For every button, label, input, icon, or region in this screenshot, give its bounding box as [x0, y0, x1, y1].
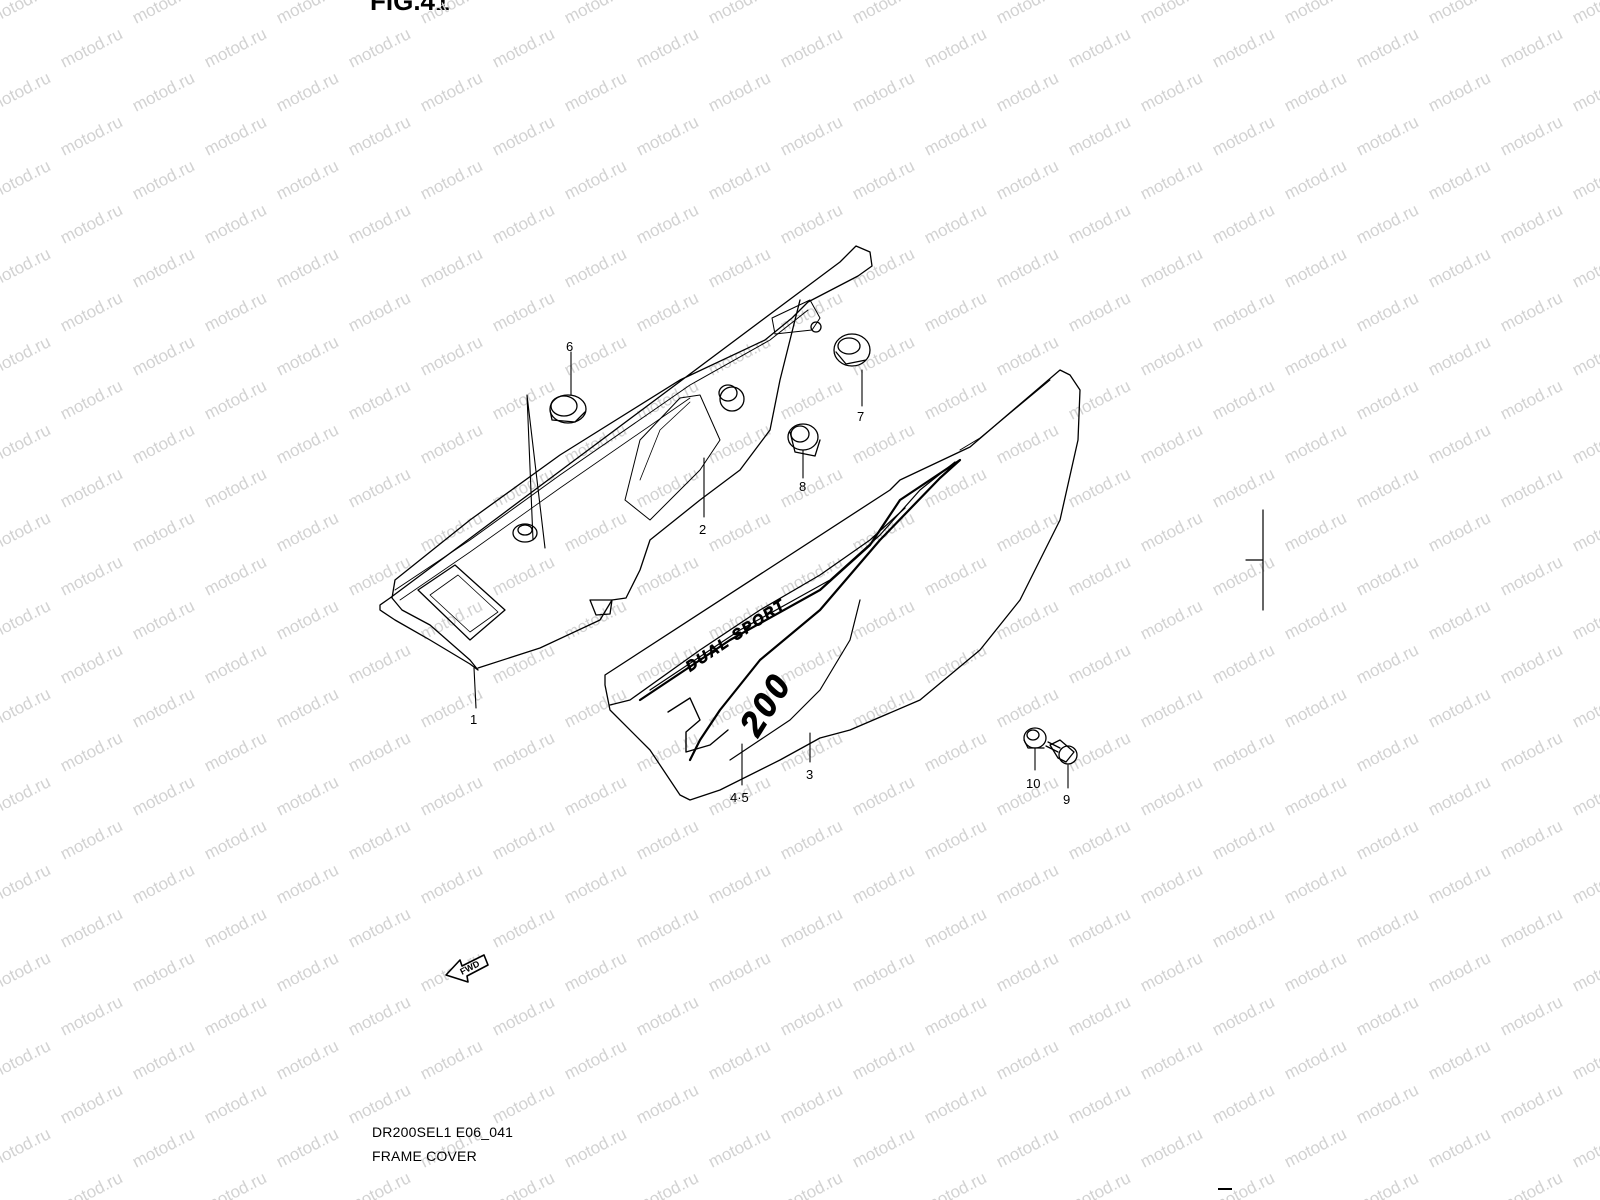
part-7-cushion[interactable]: [833, 333, 871, 367]
part-1-frame-cover-left[interactable]: [379, 245, 873, 671]
callout-9: 9: [1063, 792, 1070, 807]
frame-edge-marks: [1245, 509, 1264, 611]
callout-6: 6: [566, 339, 573, 354]
part-10-grommet[interactable]: [1023, 727, 1047, 749]
part-9-bolt[interactable]: [1045, 739, 1078, 765]
callout-8: 8: [799, 479, 806, 494]
callout-1: 1: [470, 712, 477, 727]
callout-7: 7: [857, 409, 864, 424]
leader-lines: [473, 351, 1069, 789]
callout-4-5: 4·5: [730, 790, 749, 805]
callout-2: 2: [699, 522, 706, 537]
decal-model-text: DUAL SPORT: [683, 596, 789, 676]
decal-number-text: 200: [732, 666, 800, 743]
part-6-grommet[interactable]: [549, 394, 587, 424]
callout-3: 3: [806, 767, 813, 782]
callout-10: 10: [1026, 776, 1040, 791]
edge-mark: [1218, 1188, 1232, 1190]
part-8-spacer[interactable]: [787, 423, 821, 457]
fwd-arrow-icon: [445, 954, 489, 983]
drawing-code: DR200SEL1 E06_041: [372, 1124, 514, 1140]
part-3-frame-cover-right[interactable]: [604, 369, 1081, 801]
diagram-caption: FRAME COVER: [372, 1148, 477, 1164]
figure-title: FIG.41: [370, 0, 450, 16]
